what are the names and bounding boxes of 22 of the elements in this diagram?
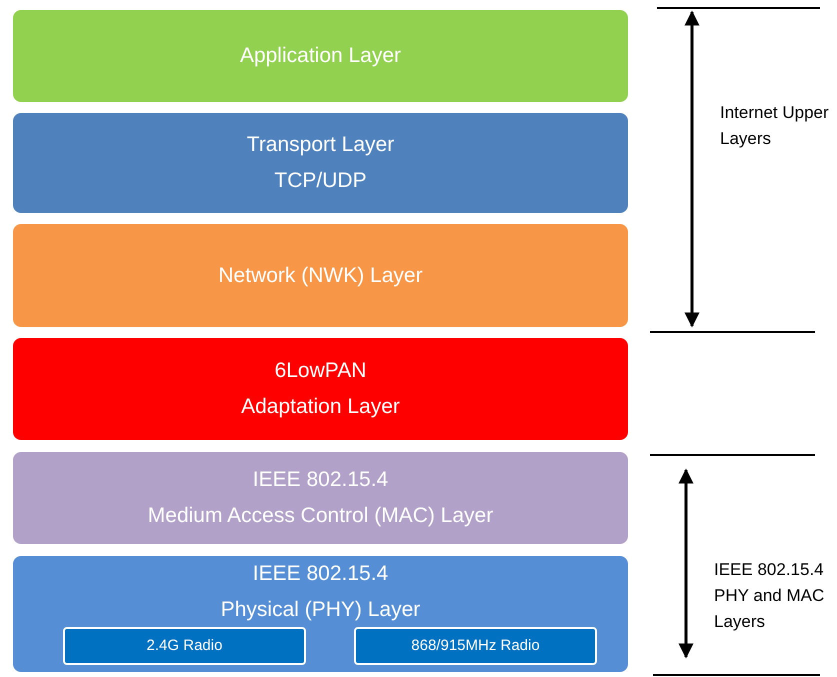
layer-box [13, 10, 628, 102]
radio-label: 2.4G Radio [146, 636, 222, 656]
layer-label: IEEE 802.15.4 [252, 467, 388, 493]
radio-box [63, 627, 306, 665]
radio-box [354, 627, 597, 665]
layer-label: Network (NWK) Layer [218, 262, 423, 288]
range-label: IEEE 802.15.4 PHY and MAC Layers [714, 559, 826, 633]
layer-box [13, 556, 628, 672]
layer-label: Application Layer [240, 43, 402, 69]
layer-label: IEEE 802.15.4 [252, 561, 388, 587]
layer-box [13, 113, 628, 213]
layer-box [13, 338, 628, 440]
layer-label: Medium Access Control (MAC) Layer [148, 503, 494, 529]
layer-label: Physical (PHY) Layer [220, 597, 420, 623]
layer-label: Transport Layer [246, 132, 394, 158]
range-label: Internet Upper Layers [720, 102, 830, 150]
layer-label: 6LowPAN [274, 358, 366, 384]
layer-label: TCP/UDP [274, 168, 367, 194]
radio-label: 868/915MHz Radio [411, 636, 540, 656]
layer-label: Adaptation Layer [241, 394, 400, 420]
layer-box [13, 452, 628, 544]
layer-box [13, 224, 628, 327]
